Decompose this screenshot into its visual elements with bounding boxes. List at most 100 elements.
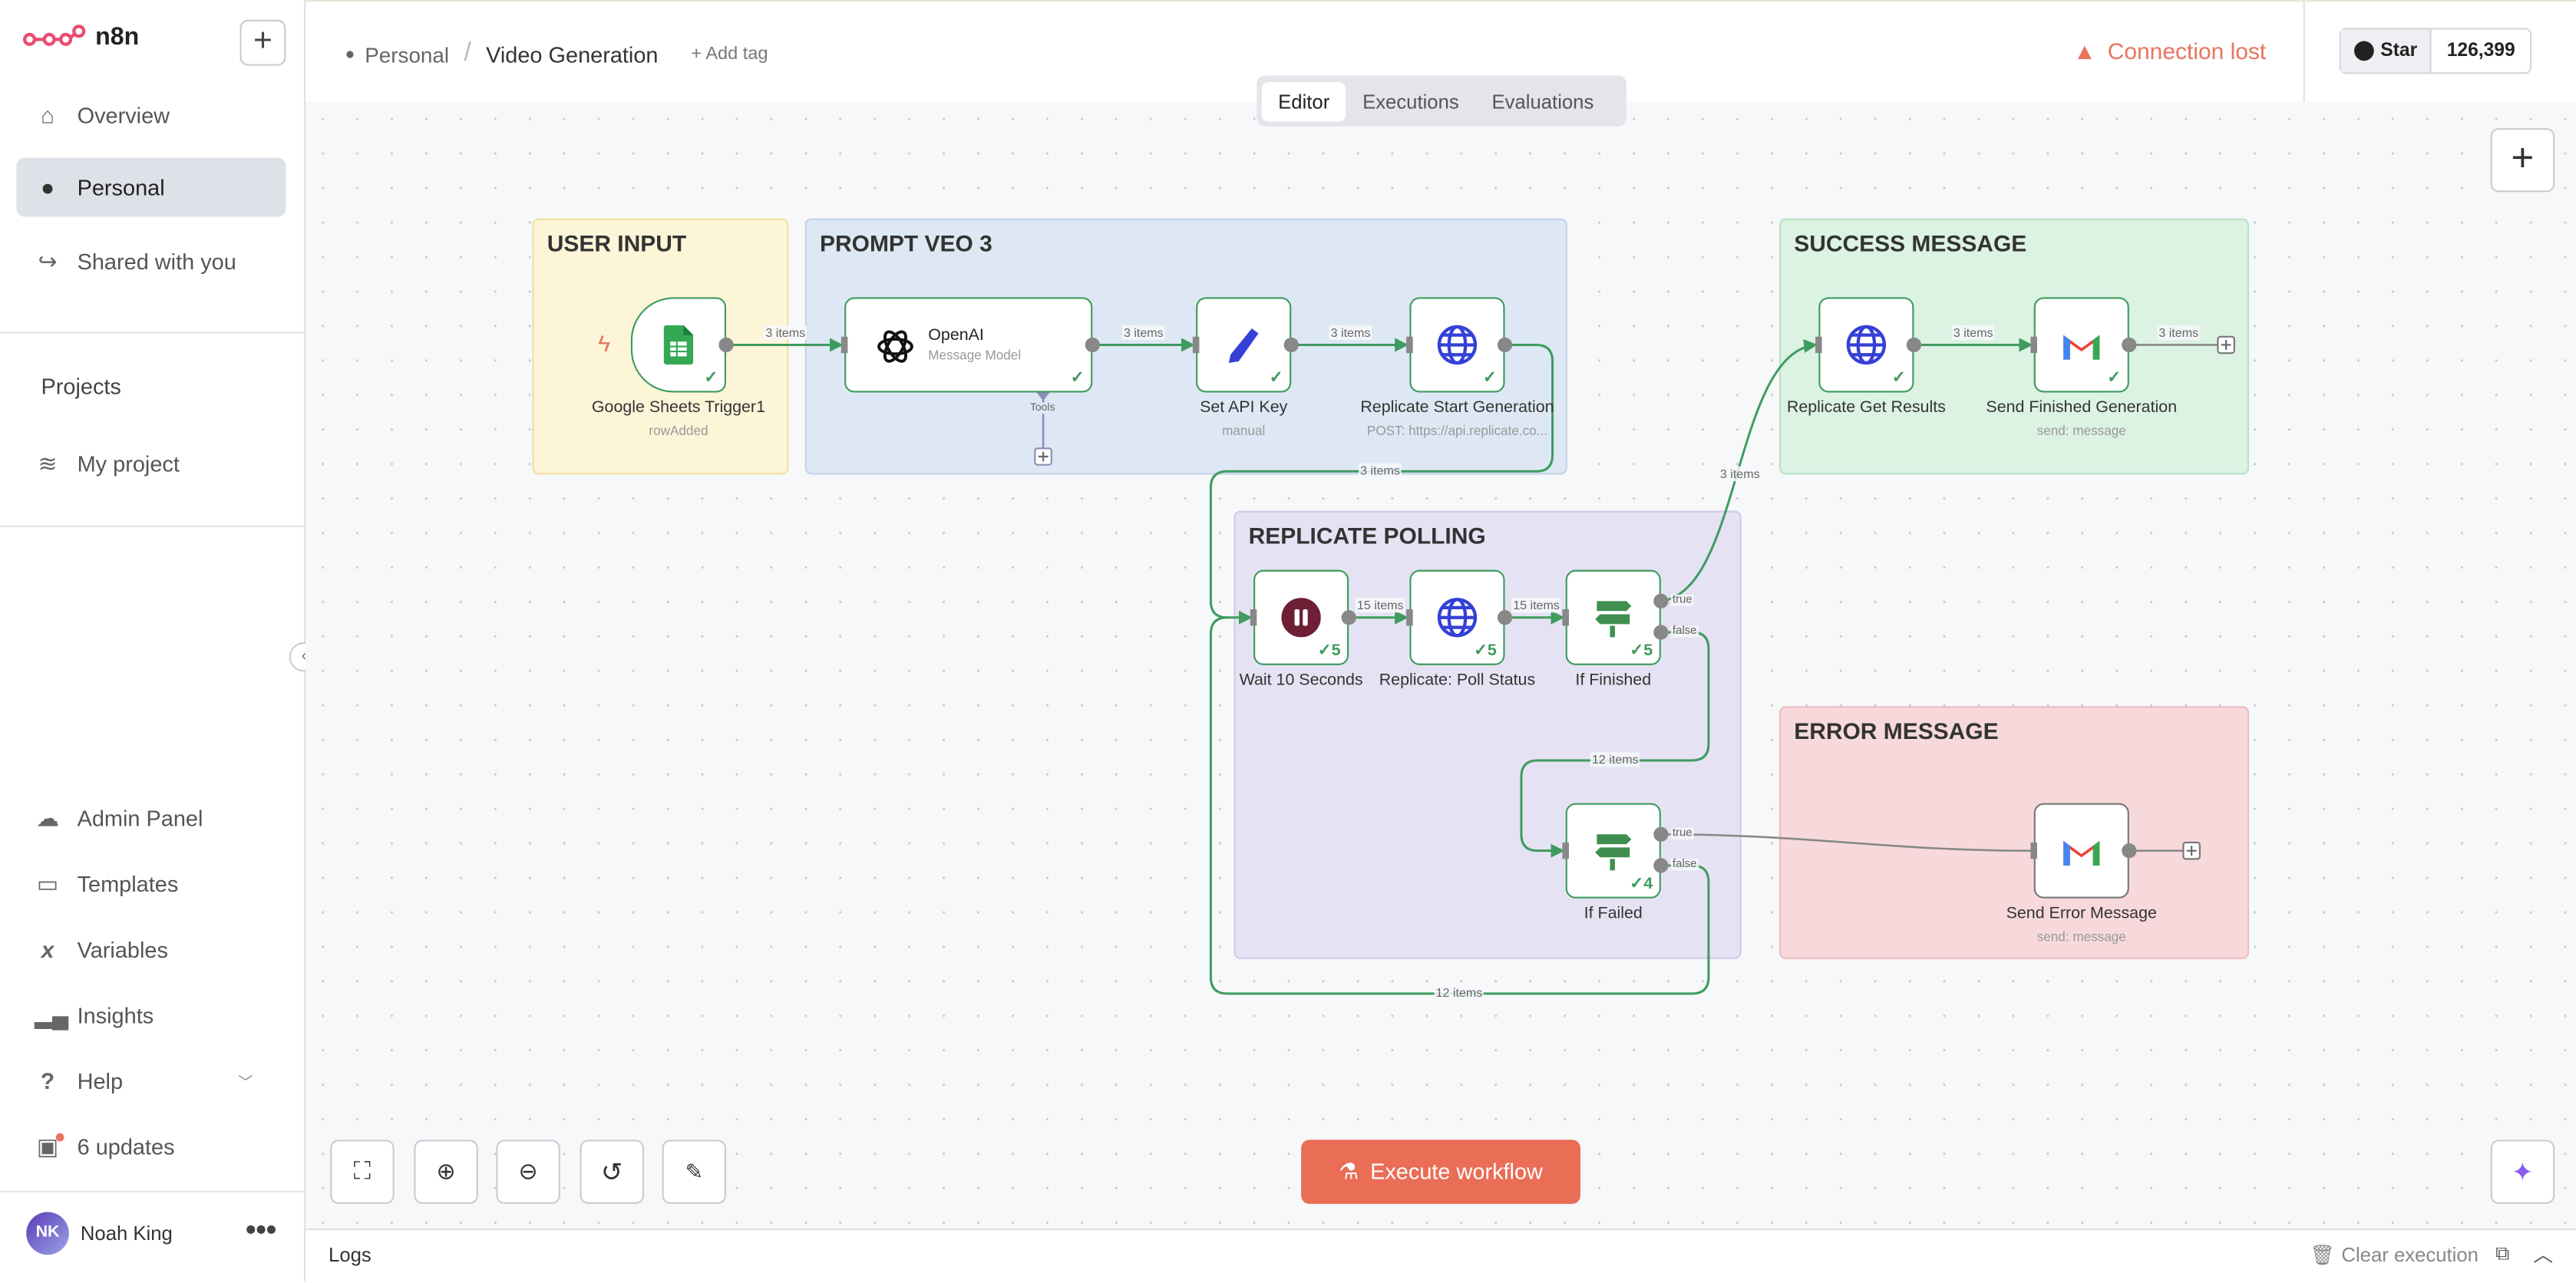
node-label: Google Sheets Trigger1 (591, 399, 765, 417)
node-label: Replicate: Poll Status (1379, 671, 1536, 690)
node-replicate-get-results[interactable]: ✓ (1818, 297, 1914, 393)
sidebar-item-overview[interactable]: ⌂Overview (16, 85, 286, 144)
success-check-icon: ✓5 (1317, 642, 1341, 661)
avatar[interactable]: NK (26, 1212, 69, 1255)
broom-icon: ✎ (685, 1158, 703, 1184)
user-icon: ● (345, 45, 355, 64)
port-label-false: false (1670, 859, 1699, 871)
tab-executions[interactable]: Executions (1362, 89, 1459, 113)
flask-icon: ⚗ (1339, 1158, 1359, 1184)
run-count: 5 (1643, 642, 1653, 661)
node-openai[interactable]: OpenAI Message Model ✓ (844, 297, 1093, 393)
sidebar-item-label: Insights (77, 1002, 154, 1027)
sidebar-item-label: Shared with you (77, 249, 236, 274)
clear-execution-label: Clear execution (2341, 1243, 2479, 1267)
sidebar-item-label: Personal (77, 174, 165, 200)
edge-label: 3 items (1329, 325, 1372, 341)
run-count: 5 (1331, 642, 1341, 661)
sidebar-item-label: Variables (77, 937, 168, 962)
sidebar-item-my-project[interactable]: ≋My project (16, 434, 286, 493)
globe-icon (1846, 325, 1887, 365)
home-icon: ⌂ (41, 101, 55, 128)
trigger-bolt-icon: ϟ (598, 330, 610, 357)
zoom-in-button[interactable]: ⊕ (414, 1140, 478, 1204)
sticky-error-message[interactable]: ERROR MESSAGE (1778, 706, 2250, 959)
globe-icon (1437, 598, 1478, 638)
undo-icon: ↺ (600, 1158, 623, 1187)
execute-workflow-button[interactable]: ⚗ Execute workflow (1301, 1140, 1580, 1204)
edge-label: 3 items (1121, 325, 1165, 341)
tidy-up-button[interactable]: ✎ (662, 1140, 727, 1204)
layers-icon: ≋ (38, 449, 58, 476)
node-replicate-start-generation[interactable]: ✓ (1409, 297, 1505, 393)
tab-evaluations[interactable]: Evaluations (1491, 89, 1594, 113)
divider (0, 525, 304, 528)
cloud-icon: ☁ (36, 803, 60, 830)
tab-editor[interactable]: Editor (1261, 81, 1346, 121)
sidebar-item-personal[interactable]: ●Personal (16, 157, 286, 217)
node-subtitle: Message Model (928, 348, 1022, 364)
sticky-title: PROMPT VEO 3 (820, 229, 992, 256)
connection (1660, 833, 2031, 852)
divider (0, 1190, 304, 1192)
add-tag-button[interactable]: + Add tag (691, 44, 768, 64)
logs-panel[interactable]: Logs 🗑Clear execution ⧉ ︿ (305, 1228, 2576, 1283)
success-check-icon: ✓ (1269, 369, 1283, 388)
success-check-icon: ✓5 (1473, 642, 1497, 661)
n8n-logo[interactable]: n8n (22, 23, 139, 51)
sidebar-item-templates[interactable]: ▭Templates (16, 854, 286, 913)
trash-icon: 🗑 (2310, 1243, 2335, 1267)
node-subtitle: send: message (2036, 929, 2126, 945)
user-menu-icon[interactable]: ●●● (244, 1216, 277, 1240)
sidebar-item-label: Help (77, 1068, 124, 1093)
sidebar-item-admin-panel[interactable]: ☁Admin Panel (16, 788, 286, 847)
pause-icon (1281, 598, 1321, 638)
help-icon: ? (40, 1067, 55, 1094)
node-subtitle: manual (1222, 424, 1266, 439)
sidebar-item-shared[interactable]: ↪ Shared with you (16, 232, 286, 291)
node-set-api-key[interactable]: ✓ (1196, 297, 1292, 393)
breadcrumb: ● Personal / Video Generation + Add tag (345, 39, 768, 69)
connection-status-text: Connection lost (2107, 38, 2267, 64)
reset-zoom-button[interactable]: ↺ (580, 1140, 644, 1204)
edge-label: 15 items (1511, 598, 1562, 613)
node-label: Replicate Get Results (1786, 399, 1946, 417)
connection (1209, 616, 1710, 995)
add-node-button[interactable]: + (2490, 127, 2555, 193)
breadcrumb-project[interactable]: Personal (365, 41, 450, 67)
user-name: Noah King (80, 1222, 173, 1245)
node-if-finished[interactable]: ✓5 (1565, 569, 1661, 665)
zoom-out-button[interactable]: ⊖ (496, 1140, 560, 1204)
sticky-title: SUCCESS MESSAGE (1794, 229, 2027, 256)
zoom-in-icon: ⊕ (436, 1157, 456, 1185)
run-count: 4 (1643, 875, 1653, 894)
fit-view-button[interactable]: ⛶ (330, 1140, 395, 1204)
chevron-up-icon[interactable]: ︿ (2533, 1243, 2554, 1267)
node-send-finished-generation[interactable]: ✓ (2033, 297, 2129, 393)
node-label: Send Finished Generation (1986, 399, 2178, 417)
share-icon: ↪ (38, 247, 58, 274)
popout-icon[interactable]: ⧉ (2495, 1242, 2510, 1265)
clear-execution-button[interactable]: 🗑Clear execution (2310, 1243, 2479, 1266)
github-star-button[interactable]: Star 126,399 (2339, 28, 2532, 74)
success-check-icon: ✓ (2107, 369, 2122, 388)
ai-assistant-button[interactable]: ✦ (2490, 1140, 2555, 1204)
node-send-error-message[interactable] (2033, 803, 2129, 899)
sidebar-item-insights[interactable]: ▂▄Insights (16, 985, 286, 1044)
port-label-true: true (1670, 594, 1694, 606)
logs-label: Logs (329, 1243, 372, 1267)
create-button[interactable]: + (239, 19, 286, 66)
sidebar-item-help[interactable]: ?Help﹀ (16, 1051, 286, 1110)
node-wait-10-seconds[interactable]: ✓5 (1253, 569, 1349, 665)
breadcrumb-separator: / (464, 39, 471, 68)
sidebar-item-updates[interactable]: ▣6 updates (16, 1116, 286, 1176)
zoom-out-icon: ⊖ (518, 1157, 538, 1185)
node-label: If Failed (1584, 905, 1643, 923)
node-replicate-poll-status[interactable]: ✓5 (1409, 569, 1505, 665)
node-if-failed[interactable]: ✓4 (1565, 803, 1661, 899)
node-label: Send Error Message (2006, 905, 2157, 923)
workflow-name[interactable]: Video Generation (486, 41, 659, 67)
execute-label: Execute workflow (1370, 1159, 1543, 1185)
node-google-sheets-trigger[interactable]: ✓ (630, 297, 727, 393)
